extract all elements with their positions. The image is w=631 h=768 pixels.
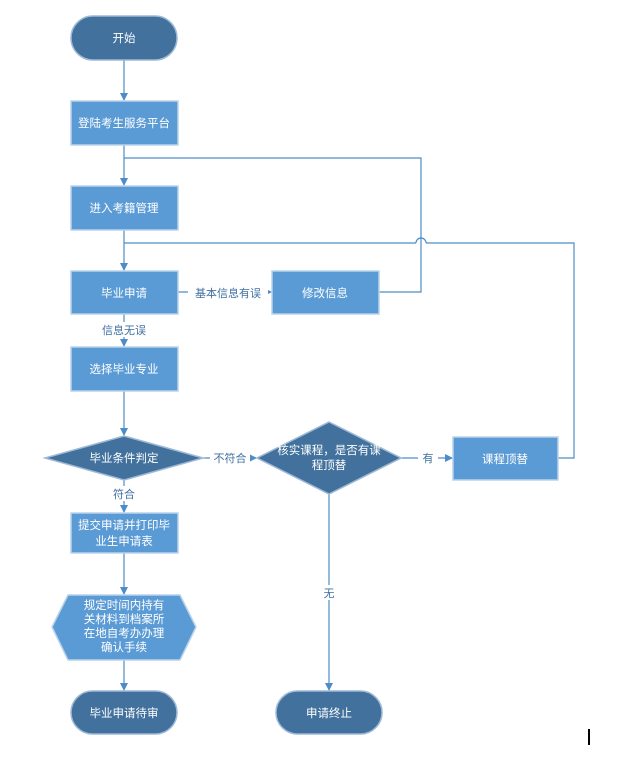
node-submit-line-1: 提交申请并打印毕 [78,518,170,532]
node-check-line-1: 核实课程，是否有课 [277,443,381,457]
node-start: 开始 [70,15,178,61]
label-info-error: 基本信息有误 [195,286,261,300]
node-substitute: 课程顶替 [452,436,559,481]
node-judge-label: 毕业条件判定 [90,451,159,465]
node-check: 核实课程，是否有课 程顶替 [255,421,403,495]
node-enter-label: 进入考籍管理 [90,201,159,215]
node-apply: 毕业申请 [70,270,179,315]
node-submit-line-2: 业生申请表 [95,534,153,548]
edge-labels: 基本信息有误 信息无误 不符合 符合 有 无 [96,285,438,600]
node-login: 登陆考生服务平台 [70,100,179,146]
node-enter: 进入考籍管理 [70,185,179,231]
node-materials: 规定时间内持有 关材料到档案所 在地自考办办理 确认手续 [51,594,197,661]
node-modify-label: 修改信息 [302,286,348,300]
node-start-label: 开始 [113,31,136,45]
label-qualified: 符合 [113,487,135,501]
label-info-ok: 信息无误 [102,323,146,337]
node-judge: 毕业条件判定 [42,435,206,481]
node-choose: 选择毕业专业 [70,346,179,392]
node-terminate: 申请终止 [275,690,383,735]
label-has: 有 [423,451,434,465]
edge-hop-over [415,237,427,244]
label-not-qualified: 不符合 [214,451,247,465]
node-materials-line-3: 在地自考办办理 [84,626,165,640]
node-pending: 毕业申请待审 [70,690,178,735]
node-submit: 提交申请并打印毕 业生申请表 [70,512,179,554]
node-materials-line-2: 关材料到档案所 [84,612,165,626]
label-none: 无 [324,587,335,600]
node-terminate-label: 申请终止 [306,706,352,720]
node-pending-label: 毕业申请待审 [90,706,159,720]
node-check-line-2: 程顶替 [312,458,347,472]
node-login-label: 登陆考生服务平台 [78,116,170,130]
connectors [120,60,575,691]
edge-substitute-loop-b [426,242,575,459]
node-modify: 修改信息 [271,270,380,315]
node-materials-line-4: 确认手续 [101,640,147,654]
text-cursor [588,729,590,745]
edge-modify-loop [124,157,422,293]
node-choose-label: 选择毕业专业 [90,362,159,376]
node-substitute-label: 课程顶替 [482,452,528,466]
node-materials-line-1: 规定时间内持有 [84,598,165,612]
node-apply-label: 毕业申请 [101,286,147,300]
